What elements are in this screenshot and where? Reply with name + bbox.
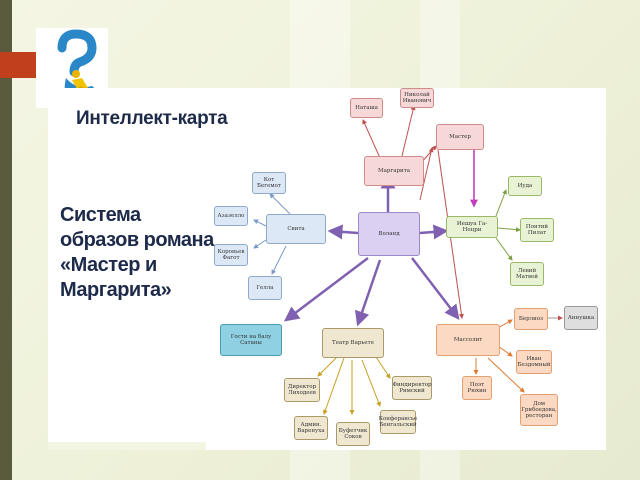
page-title: Интеллект-карта <box>76 108 228 129</box>
node-koroviev: Коровьев Фагот <box>214 244 248 266</box>
arrow-to-griboedov <box>487 357 525 393</box>
subtitle: Система образов романа «Мастер и Маргари… <box>60 203 214 303</box>
arrow-to-teatr <box>354 259 382 327</box>
arrow-to-likhodeev <box>317 355 339 377</box>
node-master: Мастер <box>436 124 484 150</box>
node-gosti: Гости на балу Сатаны <box>220 324 282 356</box>
arrow-to-bezdomny <box>497 345 513 357</box>
node-bezdomny: Иван Бездомный <box>516 350 552 374</box>
subtitle-line: Система <box>60 204 141 226</box>
mind-map: Наташа Николай Иванович Мастер Маргарита… <box>206 88 606 450</box>
bottom-strip <box>48 442 206 450</box>
arrow-to-kot <box>269 193 291 215</box>
arrow-to-pilat <box>497 227 521 233</box>
arrow-to-rimsky <box>373 353 391 379</box>
arrow-to-nikolai <box>401 105 416 157</box>
node-griboedov: Дом Грибоедова, ресторан <box>520 394 558 426</box>
node-pilat: Понтий Пилат <box>520 218 554 242</box>
node-svita: Свита <box>266 214 326 244</box>
node-berlioz: Берлиоз <box>514 308 548 330</box>
arrow-to-azazello <box>253 219 267 227</box>
arrow-to-ieshua <box>419 224 449 240</box>
node-kot: Кот Бегемот <box>252 172 286 194</box>
node-ieshua: Иешуа Га-Ноцри <box>446 216 498 238</box>
arrow-to-koroviev <box>253 239 267 249</box>
node-gella: Гелла <box>248 276 282 300</box>
node-massolit: Массолит <box>436 324 500 356</box>
node-nikolai: Николай Иванович <box>400 88 434 108</box>
node-riukhin: Поэт Рюхин <box>462 376 492 400</box>
node-rimsky: Финдиректор Римский <box>392 376 432 400</box>
node-likhodeev: Директор Лиходеев <box>284 378 320 402</box>
red-accent-block <box>0 52 40 78</box>
node-center: Воланд <box>358 212 420 256</box>
arrow-to-varenukha <box>322 357 345 415</box>
arrow-to-massolit <box>411 257 460 320</box>
node-margarita: Маргарита <box>364 156 424 186</box>
left-sidebar-strip <box>0 0 12 480</box>
node-azazello: Азазелло <box>214 206 248 226</box>
arrow-to-natasha <box>362 119 381 159</box>
node-iuda: Иуда <box>508 176 542 196</box>
arrow-to-gella <box>271 245 287 275</box>
node-teatr: Театр Варьете <box>322 328 384 358</box>
subtitle-line: образов романа <box>60 229 214 251</box>
node-natasha: Наташа <box>350 98 383 118</box>
arrow-to-gosti <box>284 257 369 322</box>
node-sokov: Буфетчик Соков <box>336 422 370 446</box>
arrow-to-svita <box>327 224 359 240</box>
arrow-to-levi <box>495 237 513 261</box>
arrow-to-iuda <box>495 189 507 217</box>
arrow-to-bengalsky <box>361 359 381 407</box>
arrow-center-to-master <box>419 147 434 201</box>
node-varenukha: Админ. Варенуха <box>294 416 328 440</box>
node-annushka: Аннушка <box>564 306 598 330</box>
node-bengalsky: Конферансье Бенгальский <box>379 410 417 434</box>
arrow-to-berlioz <box>497 319 513 329</box>
subtitle-line: «Мастер и <box>60 254 157 276</box>
subtitle-line: Маргарита» <box>60 279 172 301</box>
node-levi: Левий Матвей <box>510 262 544 286</box>
